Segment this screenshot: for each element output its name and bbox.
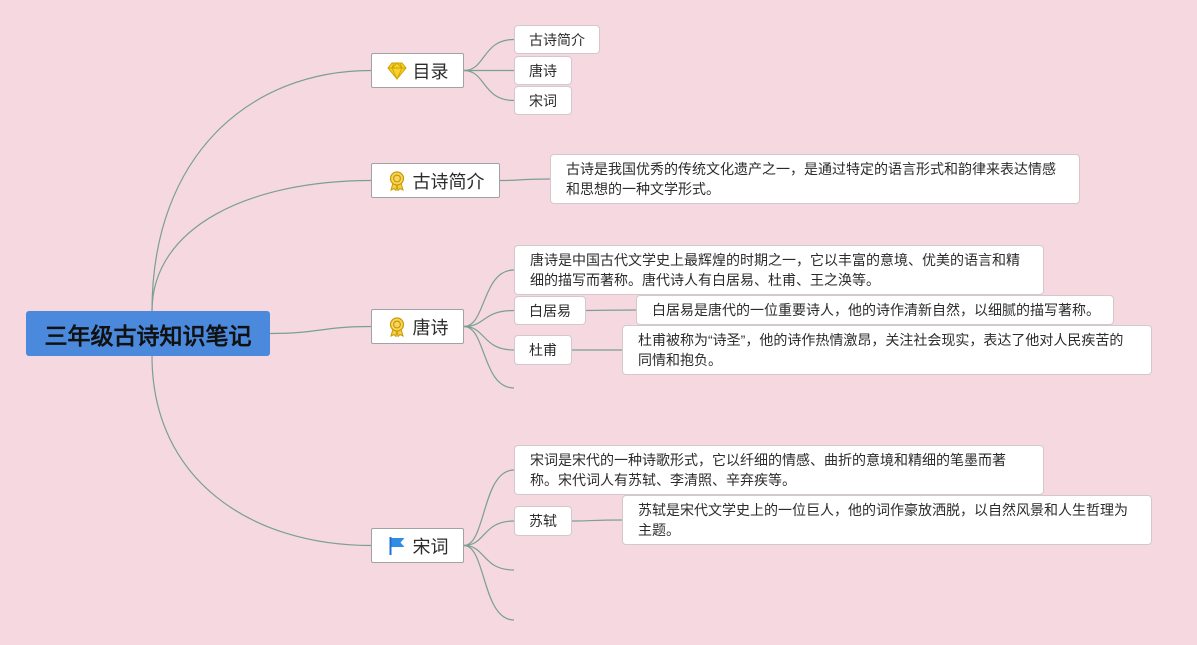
connector-line: [151, 69, 372, 312]
poet-su-shi-description[interactable]: 苏轼是宋代文学史上的一位巨人，他的词作豪放洒脱，以自然风景和人生哲理为 主题。: [622, 495, 1152, 545]
text-line: 和思想的一种文学形式。: [566, 181, 720, 197]
text-line: 白居易是唐代的一位重要诗人，他的诗作清新自然，以细腻的描写著称。: [652, 302, 1100, 318]
connector-line: [463, 325, 515, 389]
intro-description[interactable]: 古诗是我国优秀的传统文化遗产之一，是通过特定的语言形式和韵律来表达情感 和思想的…: [550, 154, 1080, 204]
subtopic-label: 苏轼: [529, 513, 557, 529]
root-topic[interactable]: 三年级古诗知识笔记: [26, 311, 270, 356]
topic-tang[interactable]: 唐诗: [371, 309, 464, 344]
connector-line: [463, 469, 515, 547]
connector-line: [151, 355, 372, 547]
poet-du-fu-description[interactable]: 杜甫被称为“诗圣”，他的诗作热情激昂，关注社会现实，表达了他对人民疾苦的 同情和…: [622, 325, 1152, 375]
connector-line: [463, 544, 515, 571]
text-line: 细的描写而著称。唐代诗人有白居易、杜甫、王之涣等。: [530, 272, 880, 288]
connector-line: [463, 520, 515, 547]
gem-icon: [386, 61, 407, 81]
topic-song[interactable]: 宋词: [371, 528, 464, 563]
toc-item-intro[interactable]: 古诗简介: [514, 25, 600, 54]
connector-line: [585, 309, 637, 312]
text-line: 宋词是宋代的一种诗歌形式，它以纤细的情感、曲折的意境和精细的笔墨而著: [530, 452, 1006, 468]
text-line: 主题。: [638, 522, 680, 538]
toc-item-tang[interactable]: 唐诗: [514, 56, 572, 85]
text-line: 唐诗是中国古代文学史上最辉煌的时期之一，它以丰富的意境、优美的语言和精: [530, 252, 1020, 268]
root-topic-label: 三年级古诗知识笔记: [44, 322, 252, 349]
connector-line: [151, 179, 372, 312]
connector-line: [463, 325, 515, 351]
song-summary[interactable]: 宋词是宋代的一种诗歌形式，它以纤细的情感、曲折的意境和精细的笔墨而著 称。宋代词…: [514, 445, 1044, 495]
poet-bai-juyi-description[interactable]: 白居易是唐代的一位重要诗人，他的诗作清新自然，以细腻的描写著称。: [636, 295, 1114, 325]
text-line: 古诗是我国优秀的传统文化遗产之一，是通过特定的语言形式和韵律来表达情感: [566, 161, 1056, 177]
connector-line: [571, 519, 623, 522]
connector-line: [269, 325, 372, 335]
text-line: 同情和抱负。: [638, 352, 722, 368]
connector-line: [463, 309, 515, 328]
poet-su-shi[interactable]: 苏轼: [514, 506, 572, 536]
topic-intro[interactable]: 古诗简介: [371, 163, 500, 198]
toc-item-song[interactable]: 宋词: [514, 86, 572, 115]
topic-label: 唐诗: [412, 317, 449, 338]
subtopic-label: 杜甫: [529, 342, 557, 358]
subtopic-label: 古诗简介: [529, 31, 585, 48]
subtopic-label: 宋词: [529, 92, 557, 109]
poet-bai-juyi[interactable]: 白居易: [514, 296, 586, 325]
poet-du-fu[interactable]: 杜甫: [514, 335, 572, 365]
text-line: 杜甫被称为“诗圣”，他的诗作热情激昂，关注社会现实，表达了他对人民疾苦的: [638, 332, 1124, 348]
subtopic-label: 唐诗: [529, 62, 557, 79]
connector-line: [463, 69, 515, 102]
subtopic-label: 白居易: [529, 302, 571, 319]
connector-line: [463, 544, 515, 621]
topic-toc[interactable]: 目录: [371, 53, 464, 88]
topic-label: 宋词: [412, 536, 449, 557]
award-icon: [387, 316, 407, 337]
text-line: 称。宋代词人有苏轼、李清照、辛弃疾等。: [530, 472, 796, 488]
connector-line: [463, 269, 515, 328]
text-line: 苏轼是宋代文学史上的一位巨人，他的词作豪放洒脱，以自然风景和人生哲理为: [638, 502, 1128, 518]
flag-icon: [387, 536, 407, 556]
award-icon: [387, 170, 407, 191]
connector-line: [499, 178, 551, 182]
topic-label: 目录: [412, 61, 449, 82]
connector-line: [463, 38, 515, 72]
topic-label: 古诗简介: [412, 171, 485, 192]
tang-summary[interactable]: 唐诗是中国古代文学史上最辉煌的时期之一，它以丰富的意境、优美的语言和精 细的描写…: [514, 245, 1044, 295]
